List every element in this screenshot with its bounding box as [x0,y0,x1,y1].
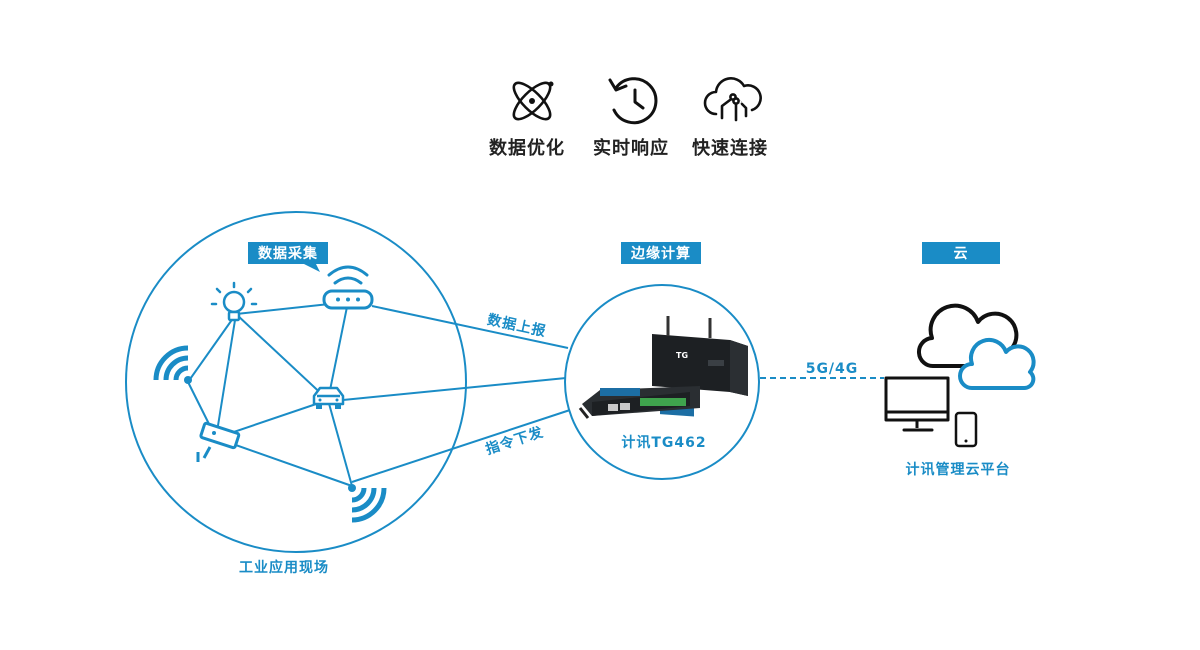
car-icon [312,386,345,409]
feature-history: 实时响应 [593,77,669,159]
field-circle [125,211,467,553]
feature-label: 实时响应 [593,137,669,159]
signal-waves-icon [348,484,387,523]
uplink-lines [342,305,571,483]
atom-icon [512,81,554,121]
monitor-icon [884,376,950,432]
tag-label: 边缘计算 [630,245,691,262]
feature-label: 快速连接 [692,137,768,159]
edge-node: TG 计讯TG462 边缘计算 [564,242,760,480]
field-network: 数据采集 工业应用现场 [125,211,467,576]
cloud-tag: 云 [922,242,1000,264]
cloud-circuit-icon [703,77,762,122]
cloud-icon [958,338,1036,390]
tag-label: 数据采集 [258,245,318,262]
feature-atom: 数据优化 [489,81,565,159]
light-bulb-icon [210,281,258,322]
network-label: 5G/4G [806,361,859,377]
cloud-caption: 计讯管理云平台 [906,461,1011,478]
field-caption: 工业应用现场 [239,559,329,576]
cloud-platform: 云 计讯管理云平台 [884,242,1036,478]
upload-label: 数据上报 [486,311,548,340]
feature-label: 数据优化 [489,137,565,159]
phone-icon [954,411,978,448]
security-camera-icon [196,421,241,462]
edge-computing-tag: 边缘计算 [621,242,701,264]
signal-waves-icon [153,345,192,384]
device-label: 计讯TG462 [621,434,706,451]
data-collection-tag: 数据采集 [248,242,328,272]
gateway-device-front [578,386,700,419]
tag-label: 云 [954,246,969,262]
history-clock-icon [608,77,658,125]
feature-connect: 快速连接 [692,77,768,159]
wifi-router-icon [322,265,374,310]
device-brand: TG [676,351,688,360]
